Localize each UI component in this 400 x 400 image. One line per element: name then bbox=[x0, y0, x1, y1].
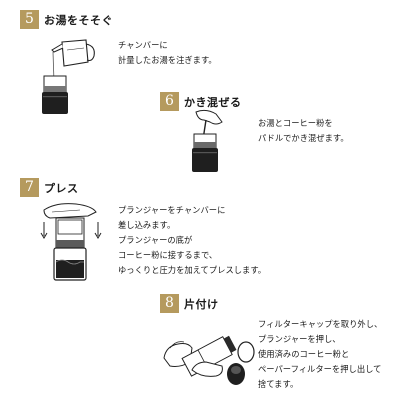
description-line: 差し込みます。 bbox=[118, 220, 176, 230]
step-8-header: 8 片付け bbox=[160, 294, 219, 313]
description-line: プランジャーを押し、 bbox=[258, 334, 341, 344]
kettle-pouring-icon bbox=[34, 36, 100, 120]
step-number-badge: 7 bbox=[20, 178, 39, 197]
step-number-badge: 6 bbox=[160, 92, 179, 111]
description-line: フィルターキャップを取り外し、 bbox=[258, 319, 383, 329]
step-7-header: 7 プレス bbox=[20, 178, 79, 197]
hands-ejecting-puck-icon bbox=[162, 318, 258, 398]
step-number-badge: 5 bbox=[20, 10, 39, 29]
step-title: プレス bbox=[44, 181, 79, 195]
step-title: かき混ぜる bbox=[184, 95, 242, 109]
hand-pressing-plunger-icon bbox=[36, 200, 108, 286]
step-7-description: プランジャーをチャンバーに 差し込みます。 プランジャーの底が コーヒー粉に接す… bbox=[118, 203, 266, 278]
step-title: 片付け bbox=[184, 297, 219, 311]
description-line: お湯とコーヒー粉を bbox=[258, 118, 333, 128]
description-line: チャンバーに bbox=[118, 40, 168, 50]
paddle-stirring-icon bbox=[176, 106, 238, 178]
description-line: コーヒー粉に接するまで、 bbox=[118, 250, 218, 260]
description-line: パドルでかき混ぜます。 bbox=[258, 133, 349, 143]
step-6-description: お湯とコーヒー粉を パドルでかき混ぜます。 bbox=[258, 116, 349, 146]
step-title: お湯をそそぐ bbox=[44, 13, 113, 27]
description-line: プランジャーの底が bbox=[118, 235, 193, 245]
description-line: 捨てます。 bbox=[258, 379, 299, 389]
description-line: ゆっくりと圧力を加えてプレスします。 bbox=[118, 265, 267, 275]
step-6-header: 6 かき混ぜる bbox=[160, 92, 242, 111]
step-number-badge: 8 bbox=[160, 294, 179, 313]
description-line: 使用済みのコーヒー粉と bbox=[258, 349, 350, 359]
description-line: 計量したお湯を注ぎます。 bbox=[118, 55, 217, 65]
description-line: ペーパーフィルターを押し出して bbox=[258, 364, 382, 374]
step-5-description: チャンバーに 計量したお湯を注ぎます。 bbox=[118, 38, 217, 68]
step-5-header: 5 お湯をそそぐ bbox=[20, 10, 113, 29]
step-8-description: フィルターキャップを取り外し、 プランジャーを押し、 使用済みのコーヒー粉と ペ… bbox=[258, 317, 382, 392]
description-line: プランジャーをチャンバーに bbox=[118, 205, 226, 215]
